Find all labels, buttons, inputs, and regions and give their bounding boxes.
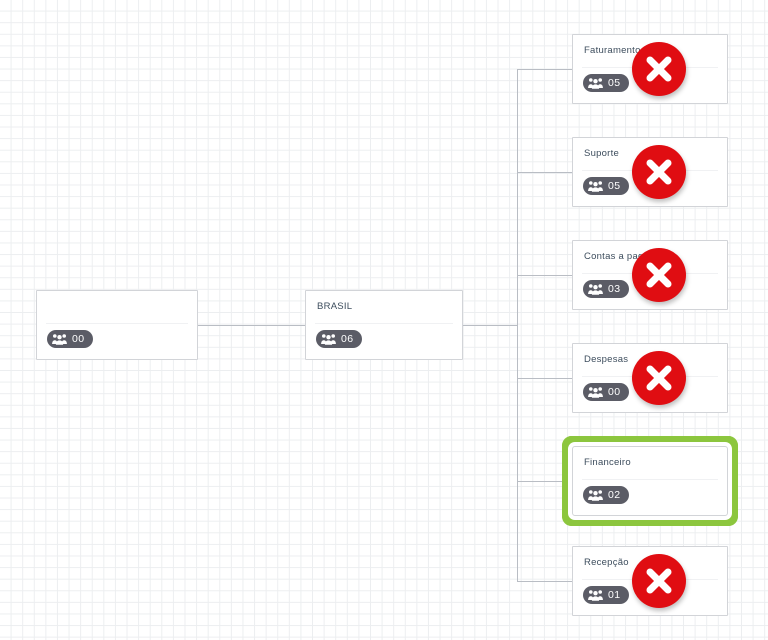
- group-users-icon: [52, 334, 67, 345]
- member-count-value: 05: [608, 76, 621, 89]
- member-count-value: 00: [72, 332, 85, 345]
- connector-branch-contas: [517, 275, 572, 276]
- group-users-icon: [588, 387, 603, 398]
- org-node-title: Despesas: [584, 354, 629, 365]
- delete-node-button-contas-a-pagar[interactable]: [632, 248, 686, 302]
- connector-branch-financeiro: [517, 481, 572, 482]
- delete-node-button-faturamento[interactable]: [632, 42, 686, 96]
- member-count-badge[interactable]: 05: [583, 177, 629, 195]
- member-count-badge[interactable]: 05: [583, 74, 629, 92]
- connector-trunk: [517, 69, 518, 581]
- delete-node-button-recepcao[interactable]: [632, 554, 686, 608]
- x-glyph-icon: [646, 56, 672, 82]
- org-node-divider: [46, 323, 188, 324]
- connector-root-to-brasil: [198, 325, 305, 326]
- org-node-title: Financeiro: [584, 457, 631, 468]
- group-users-icon: [321, 334, 336, 345]
- member-count-value: 01: [608, 588, 621, 601]
- x-glyph-icon: [646, 159, 672, 185]
- member-count-badge[interactable]: 00: [47, 330, 93, 348]
- org-node-brasil[interactable]: BRASIL 06: [305, 290, 463, 360]
- group-users-icon: [588, 181, 603, 192]
- member-count-badge[interactable]: 01: [583, 586, 629, 604]
- group-users-icon: [588, 590, 603, 601]
- connector-branch-faturamento: [517, 69, 572, 70]
- x-glyph-icon: [646, 365, 672, 391]
- delete-node-button-despesas[interactable]: [632, 351, 686, 405]
- org-node-title: Faturamento: [584, 45, 641, 56]
- x-glyph-icon: [646, 262, 672, 288]
- delete-node-button-suporte[interactable]: [632, 145, 686, 199]
- connector-branch-recepcao: [517, 581, 572, 582]
- org-node-financeiro[interactable]: Financeiro 02: [572, 446, 728, 516]
- member-count-value: 00: [608, 385, 621, 398]
- org-node-divider: [315, 323, 453, 324]
- org-node-title: BRASIL: [317, 301, 353, 312]
- org-node-root[interactable]: 00: [36, 290, 198, 360]
- member-count-badge[interactable]: 03: [583, 280, 629, 298]
- member-count-value: 03: [608, 282, 621, 295]
- group-users-icon: [588, 284, 603, 295]
- member-count-badge[interactable]: 02: [583, 486, 629, 504]
- group-users-icon: [588, 490, 603, 501]
- group-users-icon: [588, 78, 603, 89]
- connector-branch-suporte: [517, 172, 572, 173]
- member-count-value: 05: [608, 179, 621, 192]
- connector-branch-despesas: [517, 378, 572, 379]
- member-count-badge[interactable]: 06: [316, 330, 362, 348]
- org-node-title: Recepção: [584, 557, 629, 568]
- org-node-title: Suporte: [584, 148, 620, 159]
- org-node-title: Contas a pagar: [584, 251, 653, 262]
- member-count-value: 02: [608, 488, 621, 501]
- member-count-value: 06: [341, 332, 354, 345]
- member-count-badge[interactable]: 00: [583, 383, 629, 401]
- x-glyph-icon: [646, 568, 672, 594]
- org-node-divider: [582, 479, 718, 480]
- connector-brasil-to-trunk: [463, 325, 518, 326]
